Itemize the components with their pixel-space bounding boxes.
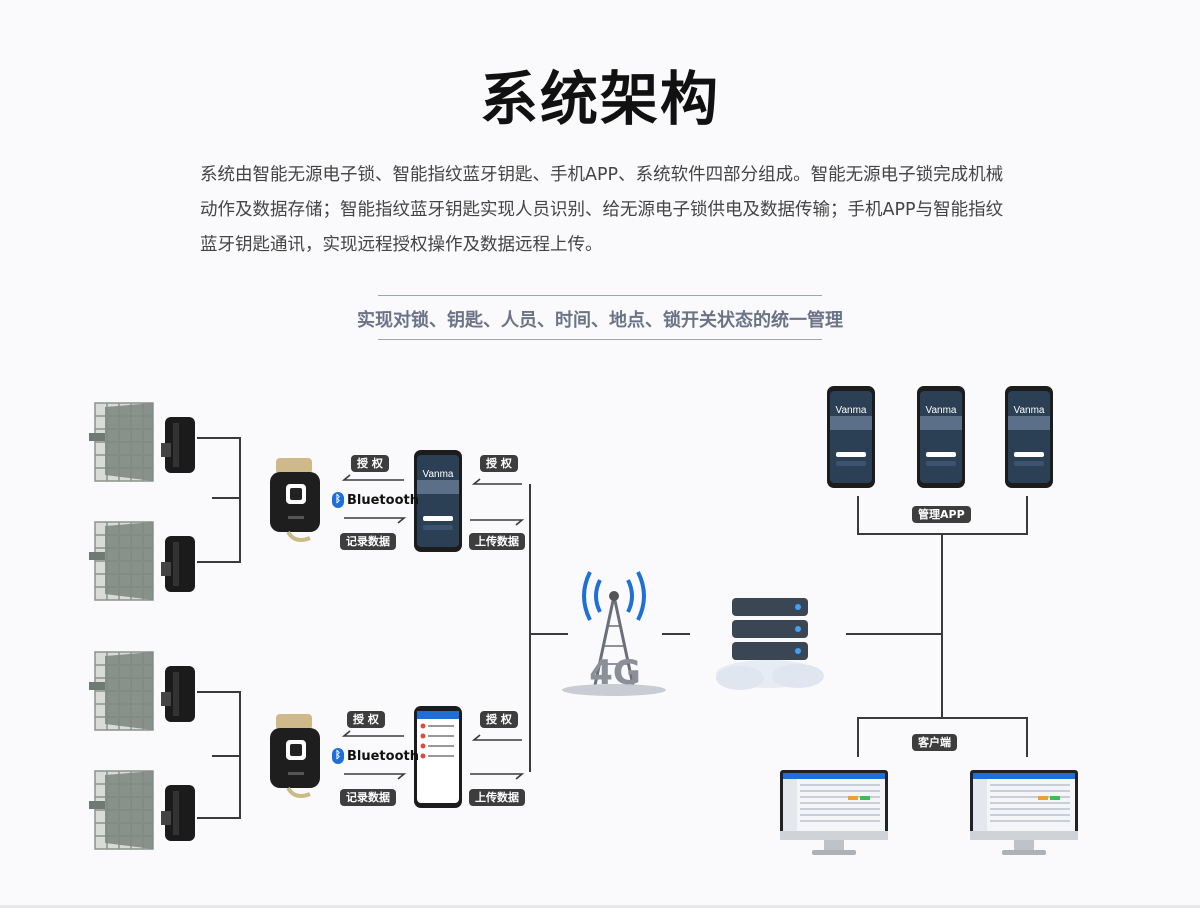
monitor-icon [970, 770, 1078, 855]
authorize-badge: 授 权 [351, 455, 389, 472]
client-badge: 客户端 [912, 734, 957, 751]
door-lock-icon [88, 402, 196, 482]
subtitle-bottom-rule [378, 339, 822, 340]
bottom-rule [0, 905, 1200, 908]
door-lock-icon [88, 770, 196, 850]
tower-4g-icon [562, 571, 666, 696]
phone-brand: Vanma [836, 405, 867, 416]
record-data-badge: 记录数据 [340, 789, 396, 806]
bluetooth-text: Bluetooth [347, 492, 419, 508]
phone-icon [414, 706, 462, 808]
phone-icon [1005, 386, 1053, 488]
record-data-badge: 记录数据 [340, 533, 396, 550]
description: 系统由智能无源电子锁、智能指纹蓝牙钥匙、手机APP、系统软件四部分组成。智能无源… [200, 165, 1004, 255]
authorize-badge: 授 权 [480, 711, 518, 728]
bluetooth-label: ᛒ Bluetooth [332, 492, 419, 508]
server-cloud-icon [716, 598, 824, 690]
subtitle: 实现对锁、钥匙、人员、时间、地点、锁开关状态的统一管理 [357, 310, 843, 331]
phone-icon [827, 386, 875, 488]
bluetooth-icon: ᛒ [332, 748, 344, 764]
phone-brand: Vanma [1014, 405, 1045, 416]
door-lock-icon [88, 521, 196, 601]
bluetooth-label: ᛒ Bluetooth [332, 748, 419, 764]
authorize-badge: 授 权 [347, 711, 385, 728]
phone-icon [414, 450, 462, 552]
arrow-lines [341, 474, 525, 780]
subtitle-top-rule [378, 295, 822, 296]
bluetooth-text: Bluetooth [347, 748, 419, 764]
connection-lines [197, 437, 1028, 819]
page-title: 系统架构 [479, 65, 720, 133]
upload-data-badge: 上传数据 [469, 533, 525, 550]
phone-brand: Vanma [423, 469, 454, 480]
network-label: 4G [589, 653, 641, 693]
mgmt-app-badge: 管理APP [912, 506, 971, 523]
authorize-badge: 授 权 [480, 455, 518, 472]
monitor-icon [780, 770, 888, 855]
fingerprint-key-icon [268, 456, 322, 542]
fingerprint-key-icon [268, 712, 322, 798]
phone-brand: Vanma [926, 405, 957, 416]
upload-data-badge: 上传数据 [469, 789, 525, 806]
phone-icon [917, 386, 965, 488]
door-lock-icon [88, 651, 196, 731]
bluetooth-icon: ᛒ [332, 492, 344, 508]
